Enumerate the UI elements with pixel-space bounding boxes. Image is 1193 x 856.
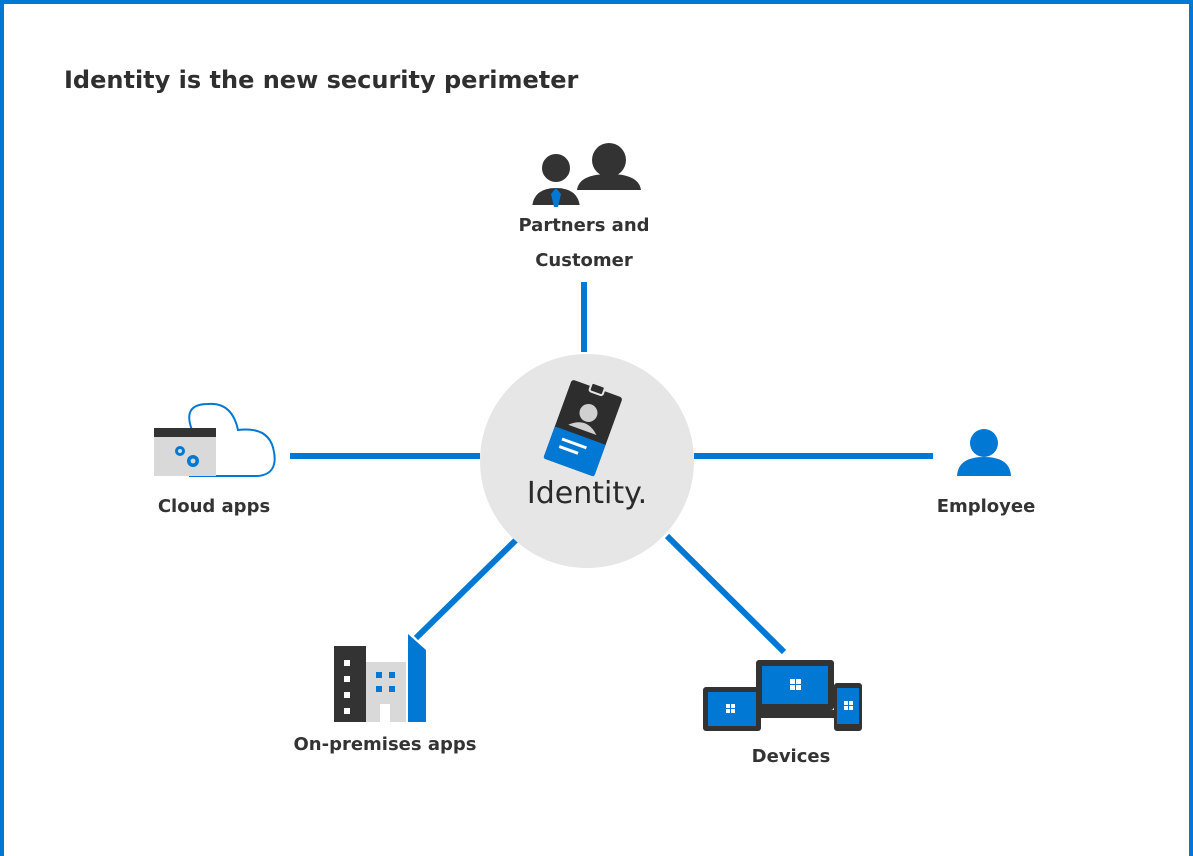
person-icon	[957, 429, 1011, 476]
identity-label: Identity.	[526, 476, 648, 511]
partners-label-line-2: Customer	[535, 250, 633, 271]
devices-icon	[703, 660, 862, 731]
id-badge-icon	[543, 380, 622, 477]
people-group-icon	[527, 143, 641, 209]
partners-label-line-1: Partners and	[518, 215, 650, 236]
connector-on-premises	[413, 537, 519, 641]
cloud-app-icon	[154, 402, 276, 477]
buildings-icon	[334, 634, 426, 722]
partners-customer-label: Partners and Customer	[484, 208, 684, 278]
diagram-title: Identity is the new security perimeter	[64, 66, 579, 94]
connector-devices	[664, 533, 787, 655]
cloud-apps-label: Cloud apps	[157, 496, 271, 517]
employee-label: Employee	[936, 496, 1036, 517]
on-premises-apps-label: On-premises apps	[293, 734, 477, 755]
devices-label: Devices	[751, 746, 831, 767]
